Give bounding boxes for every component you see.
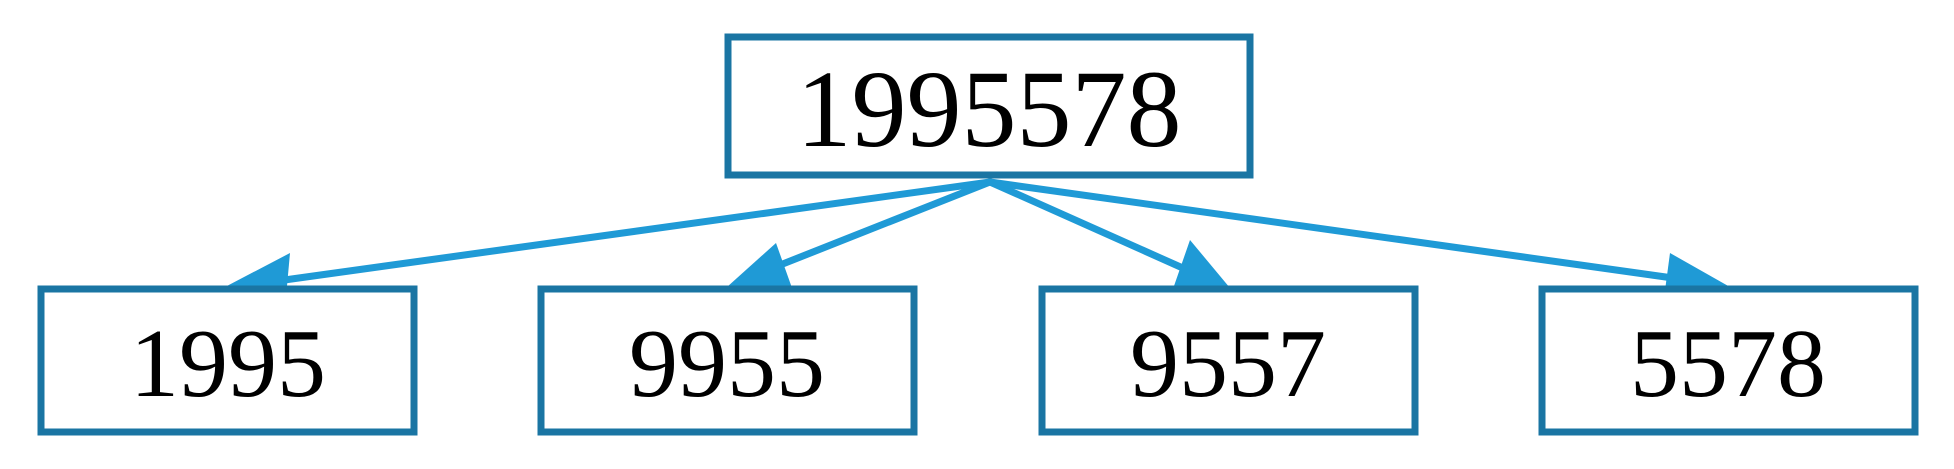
child-node-label: 1995 [130, 310, 326, 418]
child-node-3: 9557 [1038, 285, 1419, 436]
arrowhead-2 [727, 243, 792, 288]
edge-root-to-child-3 [986, 178, 1230, 288]
child-node-label: 9955 [629, 310, 825, 418]
child-node-4: 5578 [1538, 285, 1919, 436]
child-node-2: 9955 [537, 285, 918, 436]
edge-root-to-child-1 [225, 178, 994, 297]
child-node-label: 9557 [1130, 310, 1326, 418]
root-node-label: 1995578 [797, 48, 1182, 170]
arrowhead-3 [1174, 240, 1230, 288]
child-node-label: 5578 [1630, 310, 1826, 418]
edge-root-to-child-4 [986, 178, 1730, 298]
edge-root-to-child-2 [727, 178, 994, 288]
child-node-1: 1995 [37, 285, 418, 436]
root-node: 1995578 [724, 33, 1254, 179]
